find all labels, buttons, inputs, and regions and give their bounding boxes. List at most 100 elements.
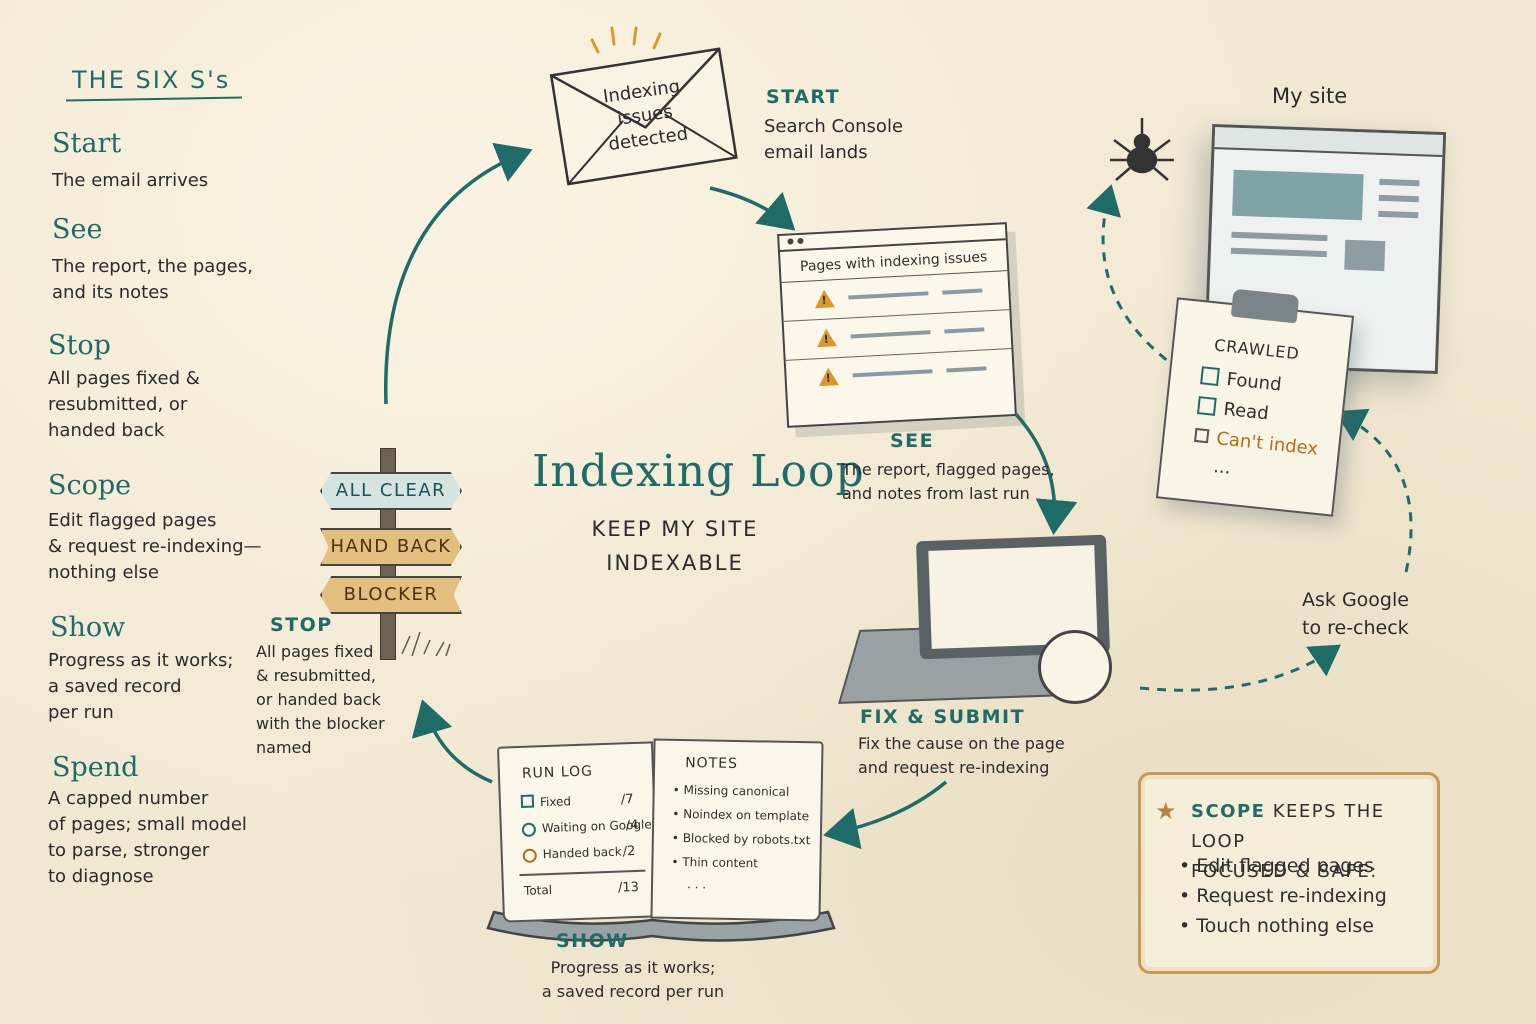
placeholder-line	[1230, 247, 1327, 258]
scope-heading-accent: SCOPE	[1191, 801, 1266, 822]
see-desc: The report, flagged pages, and notes fro…	[842, 460, 1055, 503]
fix-title: FIX & SUBMIT	[860, 706, 1026, 728]
clipboard-item-label: Read	[1222, 398, 1270, 425]
arrow-fix-to-show	[823, 780, 948, 850]
warning-mark: !	[825, 371, 832, 385]
note-item: • Missing canonical	[672, 782, 790, 799]
placeholder-block	[1344, 239, 1386, 272]
run-log-total-value: /13	[617, 879, 640, 896]
stop-desc: All pages fixed & resubmitted, or handed…	[256, 642, 385, 757]
note-text: Missing canonical	[683, 783, 790, 799]
placeholder-line	[1378, 194, 1419, 203]
scope-item: • Touch nothing else	[1179, 915, 1374, 937]
circle-teal-icon	[521, 821, 537, 837]
checkbox-checked-icon	[1196, 396, 1217, 416]
run-log-row-fixed: Fixed	[520, 794, 572, 810]
placeholder-line	[946, 366, 987, 373]
see-title: SEE	[890, 430, 935, 452]
envelope-icon	[549, 47, 738, 186]
book-cover	[486, 910, 836, 942]
scope-heading-rest: KEEPS THE LOOP FOCUSED & SAFE:	[1191, 801, 1385, 882]
dashed-arrow-to-ask-google	[1139, 644, 1341, 692]
loop-subtitle: KEEP MY SITE INDEXABLE	[591, 517, 759, 575]
s-show-desc: Progress as it works; a saved record per…	[48, 650, 234, 723]
run-log-label: Handed back	[542, 844, 622, 862]
note-item: • Thin content	[671, 854, 759, 871]
placeholder-line	[942, 288, 983, 295]
alert-rays-icon	[590, 26, 662, 54]
arrow-stop-to-start	[384, 142, 533, 405]
s-scope-head: Scope	[48, 470, 132, 501]
run-log-value: /2	[622, 844, 636, 860]
clipboard-item-cant-index: Can't index	[1194, 426, 1320, 460]
spider-icon	[1110, 118, 1174, 181]
s-scope-desc: Edit flagged pages & request re-indexing…	[48, 510, 262, 583]
placeholder-line	[1378, 210, 1419, 219]
s-see-desc: The report, the pages, and its notes	[52, 256, 253, 303]
sign-hand-back: HAND BACK	[320, 528, 462, 566]
clipboard-item-label: Can't index	[1215, 428, 1320, 460]
warning-mark: !	[823, 332, 830, 346]
site-titlebar	[1214, 127, 1444, 158]
placeholder-line	[848, 291, 929, 300]
indexing-report-window: Pages with indexing issues ! ! !	[777, 222, 1017, 428]
s-see-head: See	[52, 214, 103, 245]
arrow-start-to-see	[709, 186, 796, 231]
scope-item: • Edit flagged pages	[1179, 855, 1374, 877]
start-desc: Search Console email lands	[764, 116, 904, 163]
window-dot	[787, 238, 794, 245]
six-s-title: THE SIX S's	[72, 66, 231, 94]
s-stop-head: Stop	[48, 330, 111, 361]
s-stop-desc: All pages fixed & resubmitted, or handed…	[48, 368, 200, 441]
clipboard-item-found: Found	[1200, 366, 1283, 396]
run-log-value: /4	[625, 817, 639, 834]
arrow-see-to-fix	[1010, 408, 1078, 535]
s-show-head: Show	[50, 612, 126, 643]
s-start-head: Start	[52, 128, 122, 159]
notes-page: NOTES • Missing canonical • Noindex on t…	[650, 738, 824, 922]
submit-button-icon	[1038, 630, 1112, 704]
note-text: Noindex on template	[683, 807, 810, 824]
note-text: Thin content	[682, 855, 759, 871]
site-hero-block	[1232, 169, 1364, 221]
placeholder-line	[1379, 178, 1420, 187]
run-log-label: Fixed	[539, 794, 572, 810]
run-log-divider	[519, 869, 646, 876]
dashed-arrow-to-clipboard	[1334, 408, 1413, 573]
placeholder-line	[852, 369, 933, 378]
ask-google-label: Ask Google to re-check	[1302, 589, 1409, 639]
note-item: • Noindex on template	[672, 806, 810, 824]
loop-title: Indexing Loop	[532, 446, 865, 497]
arrow-show-to-stop	[411, 699, 493, 784]
envelope-text: Indexing issues detected	[601, 75, 690, 156]
grass-tufts	[401, 631, 451, 657]
show-title: SHOW	[556, 930, 629, 952]
start-title: START	[766, 86, 841, 108]
scope-heading: SCOPE KEEPS THE LOOP FOCUSED & SAFE:	[1191, 797, 1437, 887]
clipboard-item-label: Found	[1225, 368, 1283, 396]
placeholder-line	[850, 330, 931, 339]
run-log-page: RUN LOG Fixed /7 Waiting on Google /4 Ha…	[496, 741, 660, 923]
note-text: Blocked by robots.txt	[682, 831, 811, 848]
placeholder-line	[944, 327, 985, 334]
clipboard-title: CRAWLED	[1213, 335, 1301, 364]
window-dot	[797, 237, 804, 245]
star-icon: ★	[1155, 797, 1177, 825]
note-item: • Blocked by robots.txt	[671, 830, 811, 848]
s-spend-desc: A capped number of pages; small model to…	[48, 788, 247, 887]
fix-desc: Fix the cause on the page and request re…	[858, 734, 1065, 777]
dashed-arrow-to-spider	[1086, 184, 1181, 372]
crawled-clipboard: CRAWLED Found Read Can't index ...	[1155, 297, 1355, 517]
notes-title: NOTES	[685, 755, 739, 773]
checkbox-checked-icon	[1200, 366, 1220, 387]
run-log-title: RUN LOG	[521, 763, 594, 782]
placeholder-line	[1231, 231, 1328, 242]
checkbox-checked-icon	[520, 794, 535, 808]
scope-item: • Request re-indexing	[1179, 885, 1387, 907]
show-desc: Progress as it works; a saved record per…	[541, 958, 725, 1001]
clipboard-item-read: Read	[1196, 396, 1270, 425]
my-site-label: My site	[1272, 84, 1348, 108]
s-spend-head: Spend	[52, 752, 139, 783]
run-log-value: /7	[620, 792, 634, 808]
